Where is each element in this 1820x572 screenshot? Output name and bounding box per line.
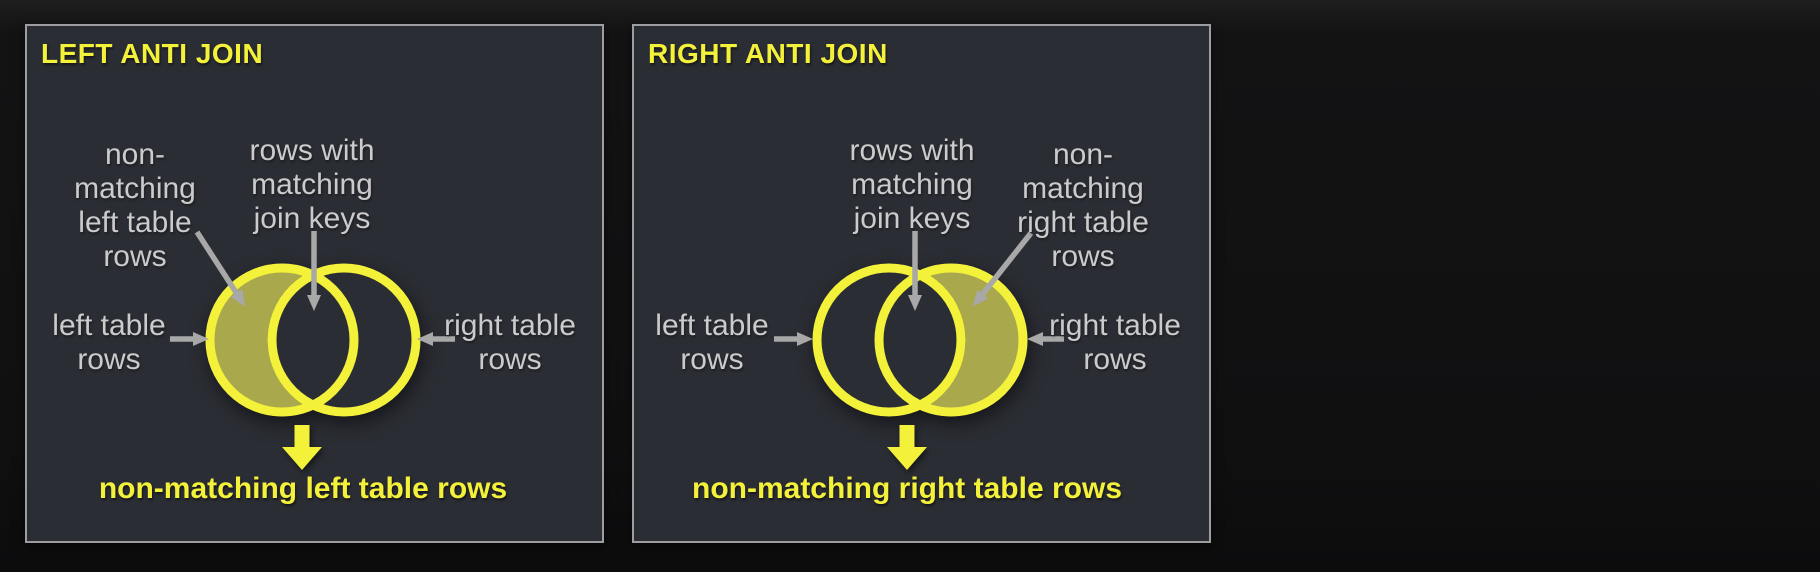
- intersection-mask: [812, 263, 966, 417]
- result-label: non-matching right table rows: [691, 472, 1123, 505]
- arrow-to-left-crescent-icon: [194, 230, 246, 307]
- venn-diagram-right-anti-join: [774, 231, 1064, 470]
- result-label: non-matching left table rows: [98, 472, 508, 505]
- venn-left-circle: [812, 263, 966, 417]
- panel-title: RIGHT ANTI JOIN: [648, 38, 888, 69]
- annotation-arrows: [170, 230, 455, 346]
- venn-right-circle: [874, 263, 1028, 417]
- annotation-arrows: [774, 231, 1064, 346]
- intersection-mask: [267, 263, 421, 417]
- down-arrow-icon: [282, 425, 322, 470]
- venn-diagram-left-anti-join: [170, 230, 455, 470]
- panel-title: LEFT ANTI JOIN: [41, 38, 264, 69]
- arrow-to-right-crescent-icon: [972, 231, 1034, 307]
- down-arrow-icon: [887, 425, 927, 470]
- venn-circles: [812, 263, 1028, 417]
- venn-left-circle: [205, 263, 359, 417]
- venn-right-circle: [267, 263, 421, 417]
